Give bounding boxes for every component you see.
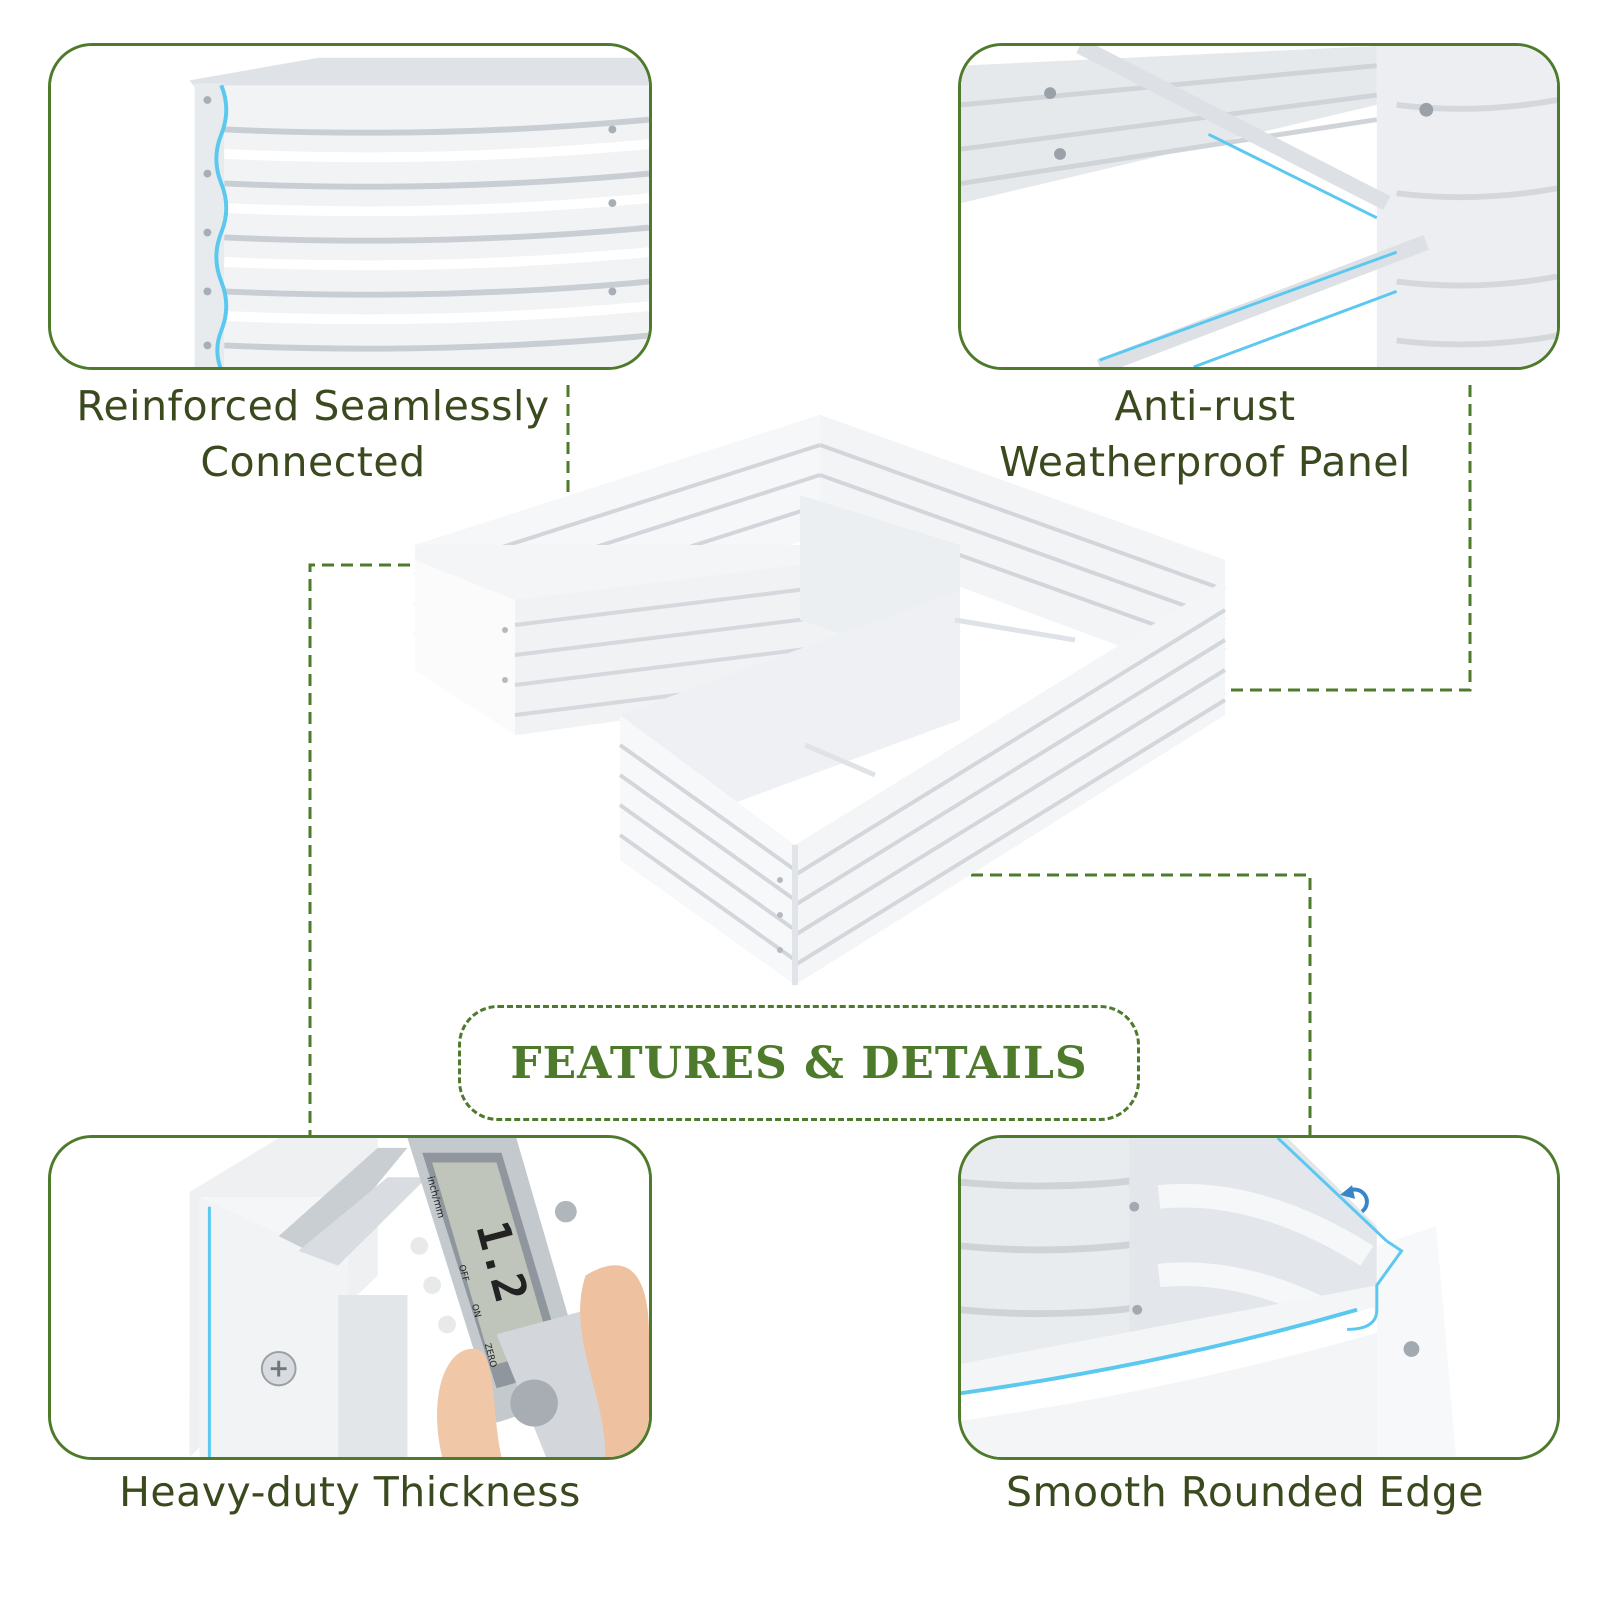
caliper-off-label: OFF bbox=[456, 1264, 470, 1283]
detail-panel-smooth-rounded-edge bbox=[958, 1135, 1560, 1460]
caption-line-1: Heavy-duty Thickness bbox=[119, 1468, 581, 1516]
rounded-edge-image bbox=[961, 1138, 1557, 1457]
anti-rust-image bbox=[961, 46, 1557, 367]
caliper-on-label: ON bbox=[469, 1303, 482, 1319]
caption-line-1: Smooth Rounded Edge bbox=[1006, 1468, 1484, 1516]
caption-line-2: Connected bbox=[200, 438, 426, 486]
caption-line-1: Reinforced Seamlessly bbox=[76, 382, 550, 430]
caption-line-2: Weatherproof Panel bbox=[999, 438, 1411, 486]
features-details-box: FEATURES & DETAILS bbox=[458, 1005, 1140, 1121]
detail-panel-anti-rust bbox=[958, 43, 1560, 370]
caption-line-1: Anti-rust bbox=[1114, 382, 1296, 430]
raised-garden-bed-image bbox=[414, 415, 1227, 985]
detail-panel-heavy-duty-thickness: 1.2 mm inch/mm OFF ON ZERO bbox=[48, 1135, 652, 1460]
caption-heavy-duty-thickness: Heavy-duty Thickness bbox=[85, 1464, 615, 1520]
seamless-connection-image bbox=[51, 46, 649, 367]
caption-smooth-rounded-edge: Smooth Rounded Edge bbox=[985, 1464, 1505, 1520]
caption-reinforced-seamlessly-connected: Reinforced Seamlessly Connected bbox=[48, 378, 578, 490]
detail-panel-seamless-connection bbox=[48, 43, 652, 370]
features-title: FEATURES & DETAILS bbox=[510, 1037, 1088, 1089]
thickness-caliper-image: 1.2 mm inch/mm OFF ON ZERO bbox=[51, 1138, 649, 1457]
caption-anti-rust-weatherproof-panel: Anti-rust Weatherproof Panel bbox=[985, 378, 1425, 490]
